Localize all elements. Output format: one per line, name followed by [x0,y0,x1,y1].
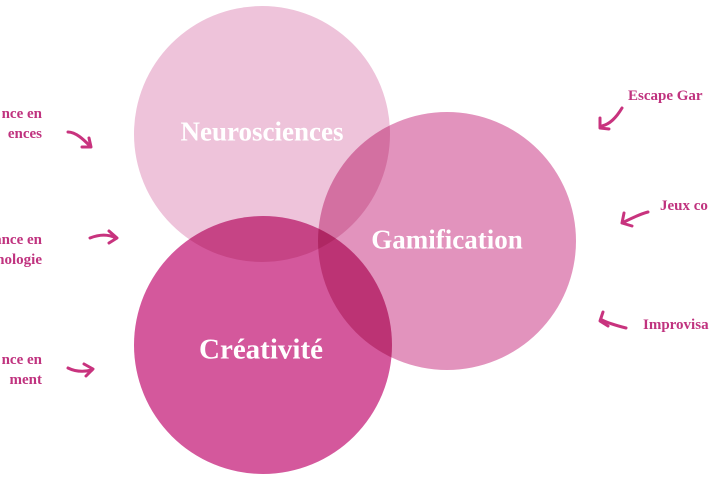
curved-arrow-icon [66,130,93,149]
label-creativite: Créativité [199,333,323,366]
circle-creativite [134,216,392,474]
left-text-3-line1: nce en [1,352,42,368]
left-text-3-line2: ment [9,372,43,388]
curved-arrow-icon [598,310,628,330]
left-text-2-line1: ssance en [0,232,42,248]
label-gamification: Gamification [371,224,523,255]
left-text-1-line2: ences [7,126,42,142]
curved-arrow-icon [598,106,624,131]
left-text-2: ssance en nologie [0,230,42,270]
curved-arrow-icon [620,210,650,228]
right-text-improvisation: Improvisa [643,317,709,333]
left-text-1-line1: nce en [1,106,42,122]
right-text-jeux: Jeux co [660,198,708,214]
left-text-2-line2: nologie [0,252,42,268]
left-text-1: nce en ences [2,104,42,144]
right-text-escape: Escape Gar [628,88,703,104]
label-neurosciences: Neurosciences [180,116,344,147]
left-text-3: nce en ment [2,350,42,390]
curved-arrow-icon [66,362,95,378]
curved-arrow-icon [88,229,119,245]
